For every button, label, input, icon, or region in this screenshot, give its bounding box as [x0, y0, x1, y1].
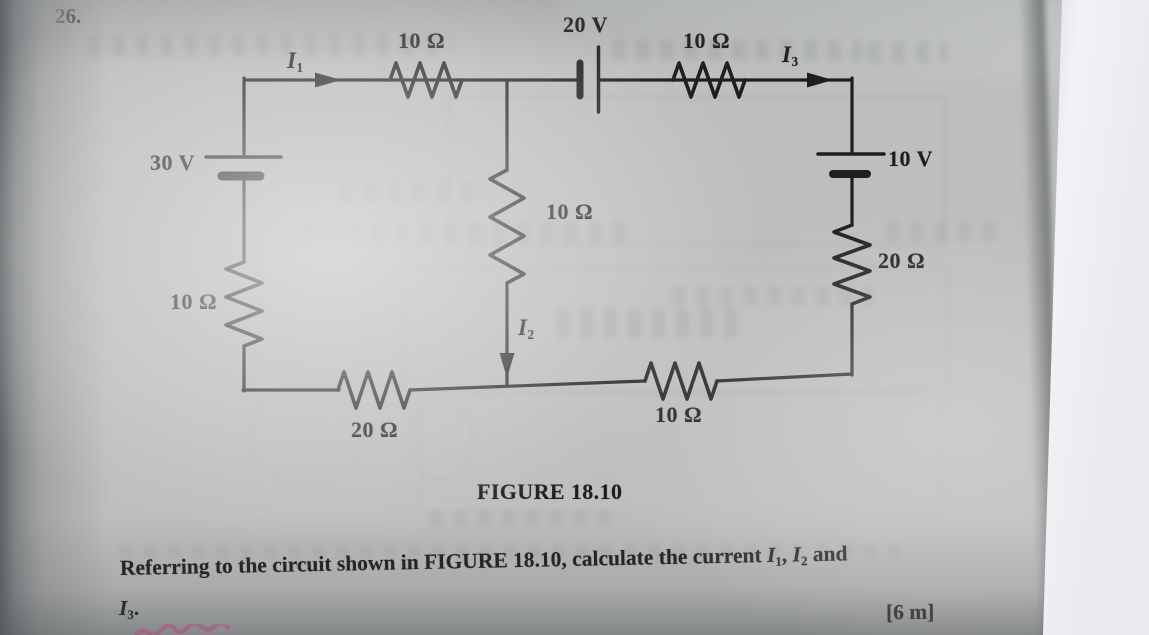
resistor-bottom-right — [643, 361, 719, 401]
arrow-i2-icon — [499, 353, 515, 378]
resistor-right-branch-label: 20 Ω — [878, 248, 926, 273]
question-number: 26. — [55, 4, 82, 28]
resistor-top-right — [671, 61, 747, 99]
figure-reference: FIGURE 18.10 — [423, 547, 562, 574]
battery-top-label: 20 V — [563, 12, 608, 37]
resistor-top-left — [388, 61, 464, 99]
current-symbol-i1: I — [766, 542, 776, 568]
resistor-right-branch — [832, 223, 872, 306]
resistor-left-branch — [224, 260, 264, 348]
wire-bottom-mid — [408, 379, 647, 392]
resistor-left-branch-label: 10 Ω — [170, 289, 218, 314]
battery-left-label: 30 V — [150, 150, 195, 175]
figure-caption: FIGURE 18.10 — [477, 479, 623, 504]
resistor-bottom-left-label: 20 Ω — [351, 417, 399, 442]
arrow-i3-icon — [807, 72, 833, 88]
current-label-i1: I1 — [287, 48, 304, 75]
battery-right-label: 10 V — [888, 146, 933, 171]
resistor-bottom-left — [336, 370, 412, 410]
current-label-i2: I2 — [518, 315, 535, 342]
question-text-line2: I3. — [119, 596, 140, 622]
resistor-middle-label: 10 Ω — [546, 199, 594, 224]
resistor-bottom-right-label: 10 Ω — [655, 402, 703, 427]
resistor-top-right-label: 10 Ω — [683, 28, 731, 53]
pink-handwriting-mark — [133, 624, 231, 635]
current-symbol-i2: I — [792, 542, 802, 567]
question-mid: , calculate the current — [561, 543, 768, 572]
current-label-i3: I3 — [782, 42, 799, 69]
question-pre: Referring to the circuit shown in — [119, 549, 425, 580]
arrow-i1-icon — [315, 72, 341, 88]
resistor-middle — [488, 168, 526, 285]
wire-bottom-right — [715, 372, 854, 383]
resistor-top-left-label: 10 Ω — [398, 28, 446, 53]
marks-label: [6 m] — [885, 599, 935, 625]
